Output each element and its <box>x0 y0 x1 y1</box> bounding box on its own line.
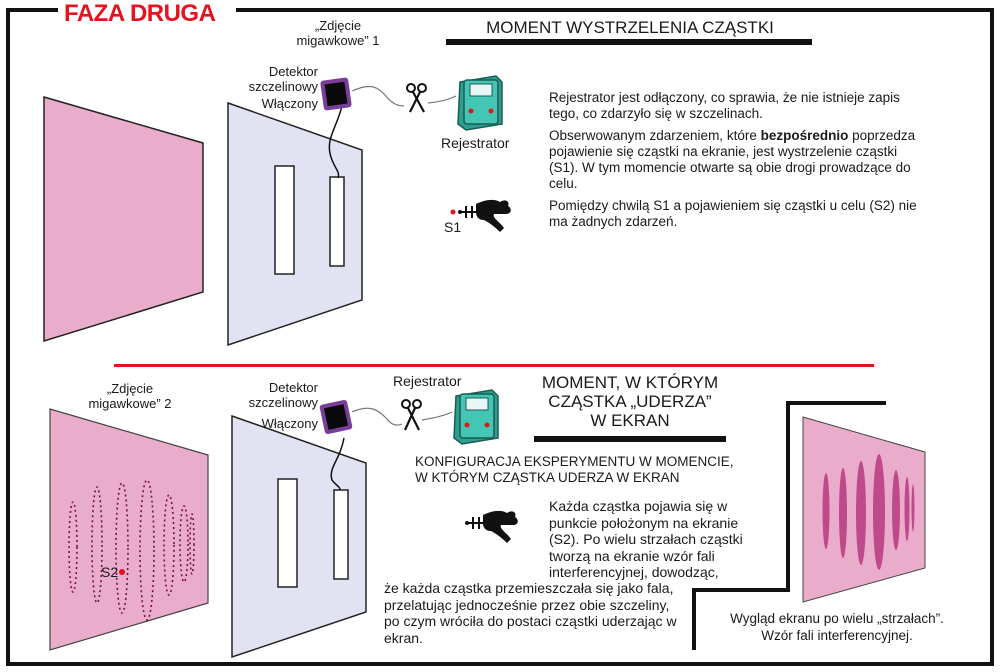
slit-detector-icon <box>320 77 352 111</box>
recorder-device-icon <box>457 75 503 131</box>
bottom-heading-bar <box>534 436 726 442</box>
page-title: FAZA DRUGA <box>64 0 216 27</box>
interference-fringe-pattern <box>822 454 915 570</box>
impact-point-s2 <box>119 569 125 575</box>
detector-state-top: Włączony <box>261 96 318 111</box>
snapshot-label-bottom: „Zdjęcie migawkowe” 2 <box>88 381 172 411</box>
bottom-text-right: Każda cząstka pojawia się w punkcie poło… <box>549 498 743 580</box>
detector-label-bottom: Detektor szczelinowy Włączony <box>230 380 318 431</box>
slit-panel-top <box>227 101 363 347</box>
slit-left-top <box>274 165 295 275</box>
slit-detector-icon-bottom <box>319 399 353 435</box>
snapshot-label-top: „Zdjęcie migawkowe” 1 <box>296 18 380 48</box>
detection-screen-top <box>43 96 204 343</box>
top-paragraph-1: Rejestrator jest odłączony, co sprawia, … <box>549 90 900 121</box>
particle-gun-icon-top <box>450 199 511 232</box>
recorder-wire-bottom-2 <box>421 411 453 421</box>
top-description: Rejestrator jest odłączony, co sprawia, … <box>549 90 919 236</box>
scissors-icon <box>406 83 427 113</box>
slit-left-bottom <box>277 478 298 588</box>
detector-cable-top <box>328 105 343 179</box>
section-divider <box>114 364 874 367</box>
interference-dotted-pattern <box>68 479 195 621</box>
recorder-device-icon-bottom <box>453 389 499 445</box>
detection-screen-bottom <box>49 408 209 651</box>
detector-label-top: Detektor szczelinowy Włączony <box>230 64 318 111</box>
top-paragraph-2: Obserwowanym zdarzeniem, które bezpośred… <box>549 128 916 191</box>
recorder-wire-bottom <box>351 407 403 426</box>
impact-label-s2: S2 <box>101 564 119 580</box>
detector-cable-bottom <box>330 437 345 491</box>
recorder-wire-top <box>351 85 405 107</box>
slit-right-top <box>329 176 345 267</box>
top-heading-bar <box>446 39 812 45</box>
diagram-frame <box>6 8 994 666</box>
particle-label-s1: S1 <box>444 219 462 235</box>
config-heading: KONFIGURACJA EKSPERYMENTU W MOMENCIE, W … <box>415 454 734 485</box>
recorder-label-bottom: Rejestrator <box>393 373 462 389</box>
scissors-icon-bottom <box>401 399 422 431</box>
recorder-label-top: Rejestrator <box>441 135 510 151</box>
slit-panel-bottom <box>231 414 367 659</box>
top-paragraph-3: Pomiędzy chwilą S1 a pojawieniem się czą… <box>549 198 917 229</box>
bottom-text-left: że każda cząstka przemieszczała się jako… <box>384 580 677 646</box>
slit-right-bottom <box>333 489 349 580</box>
title-mask <box>58 0 236 24</box>
detector-state-bottom: Włączony <box>261 416 318 431</box>
recorder-wire-top-2 <box>427 95 457 104</box>
caption-box-outline <box>692 401 886 650</box>
particle-gun-icon-bottom <box>465 510 518 543</box>
result-caption: Wygląd ekranu po wielu „strzałach”. Wzór… <box>730 611 944 643</box>
bottom-heading: MOMENT, W KTÓRYM CZĄSTKA „UDERZA” W EKRA… <box>541 373 719 430</box>
top-heading: MOMENT WYSTRZELENIA CZĄSTKI <box>486 18 774 37</box>
